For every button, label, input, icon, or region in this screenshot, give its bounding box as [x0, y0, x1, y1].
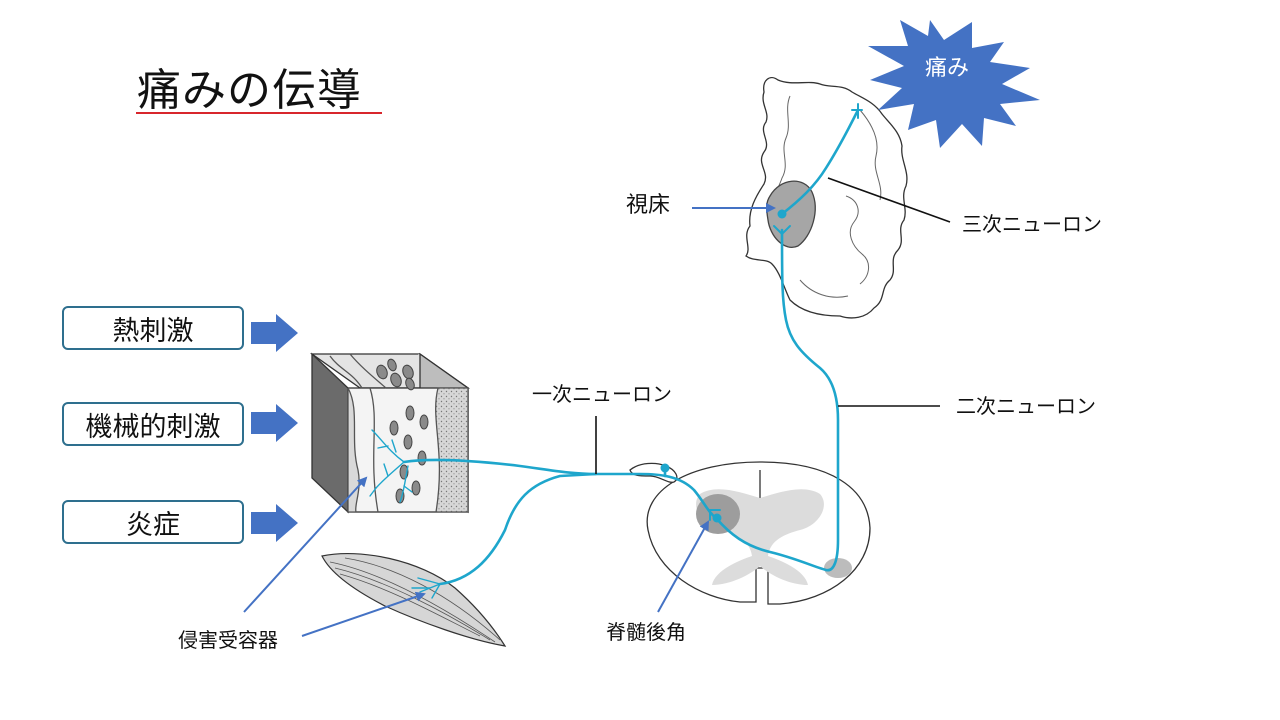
first-neuron-label: 一次ニューロン: [532, 382, 672, 406]
neuron-pathways: [402, 108, 860, 586]
leader-lines: [595, 177, 951, 474]
page-title: 痛みの伝導: [137, 65, 362, 116]
thalamus-label: 視床: [626, 193, 671, 218]
muscle-nerve-endings: [411, 577, 441, 599]
stimulus-arrow-heat: [251, 314, 298, 352]
stimulus-box-inflammation: 炎症: [62, 500, 244, 544]
nociceptor-label: 侵害受容器: [178, 628, 278, 652]
stimulus-box-mechanical: 機械的刺激: [62, 402, 244, 446]
stimulus-arrow-mechanical: [251, 404, 298, 442]
pointer-arrows: [243, 203, 776, 637]
spinal-cord: [629, 461, 871, 605]
stimulus-arrow-inflammation: [251, 504, 298, 542]
synapse-terminals: [709, 103, 863, 521]
stimulus-box-heat: 熱刺激: [62, 306, 244, 350]
skin-block: [309, 352, 471, 514]
third-neuron-label: 三次ニューロン: [962, 212, 1102, 236]
pain-label: 痛み: [924, 56, 969, 81]
dorsal-horn-label: 脊髄後角: [606, 620, 686, 644]
neuron-cell-bodies: [660, 209, 787, 523]
title-underline: [136, 112, 382, 114]
pain-starburst: [868, 20, 1040, 148]
skin-nerve-endings: [369, 429, 413, 503]
second-neuron-label: 二次ニューロン: [956, 394, 1096, 418]
